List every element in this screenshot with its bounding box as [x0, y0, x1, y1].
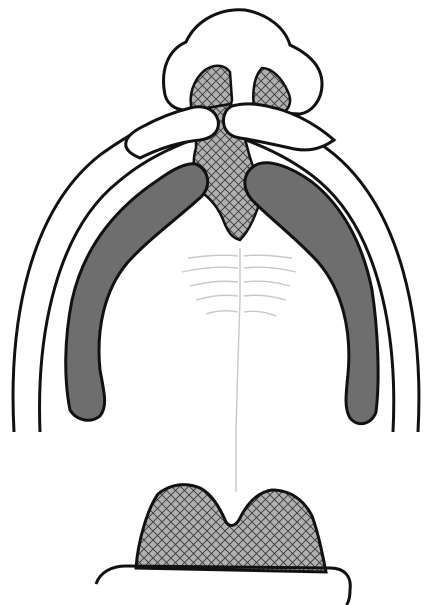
suture-stitch-8: [244, 295, 286, 300]
suture-stitch-4: [244, 267, 296, 272]
soft-palate-flap: [136, 485, 326, 572]
suture-stitch-6: [244, 281, 290, 286]
suture-midline: [236, 248, 240, 492]
palatal-flap-left: [66, 164, 208, 421]
midline-suture: [182, 248, 296, 492]
suture-stitch-10: [244, 311, 276, 316]
premaxilla-outline: [164, 10, 322, 114]
suture-stitch-7: [196, 295, 238, 300]
suture-stitch-9: [206, 311, 238, 314]
suture-stitch-1: [188, 255, 238, 258]
suture-stitch-5: [190, 281, 238, 286]
premaxilla: [164, 10, 322, 114]
palatal-flap-right: [245, 163, 378, 424]
suture-stitch-3: [182, 267, 238, 272]
suture-stitch-2: [244, 255, 292, 258]
